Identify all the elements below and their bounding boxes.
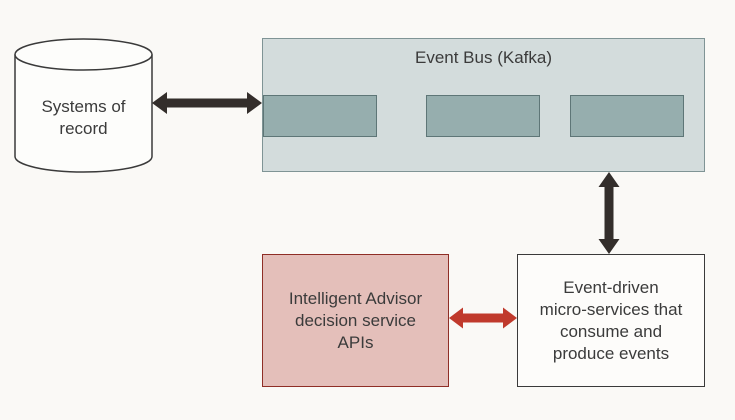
bidirectional-arrow-bus-to-microservices-icon <box>598 172 620 254</box>
event-bus-title: Event Bus (Kafka) <box>414 48 552 67</box>
bidirectional-arrow-advisor-to-microservices-icon <box>449 307 517 329</box>
kafka-topic-rect <box>263 95 377 137</box>
microservices-label: Event-driven micro-services that consume… <box>539 277 683 363</box>
systems-of-record-node: Systems of record <box>14 38 153 173</box>
intelligent-advisor-node: Intelligent Advisor decision service API… <box>262 254 449 387</box>
cylinder-top <box>14 38 153 71</box>
arrow-shape <box>598 172 620 254</box>
intelligent-advisor-label: Intelligent Advisor decision service API… <box>288 288 423 352</box>
bidirectional-arrow-record-to-bus-icon <box>152 92 262 114</box>
cylinder-body <box>14 54 153 173</box>
kafka-topic-rect <box>570 95 684 137</box>
arrow-shape <box>152 92 262 114</box>
kafka-topic-rect <box>426 95 540 137</box>
microservices-node: Event-driven micro-services that consume… <box>517 254 705 387</box>
arrow-shape <box>449 307 517 329</box>
event-bus-node: Event Bus (Kafka) <box>262 38 705 172</box>
database-cylinder-icon <box>14 38 153 173</box>
systems-of-record-label: Systems of record <box>41 97 126 138</box>
